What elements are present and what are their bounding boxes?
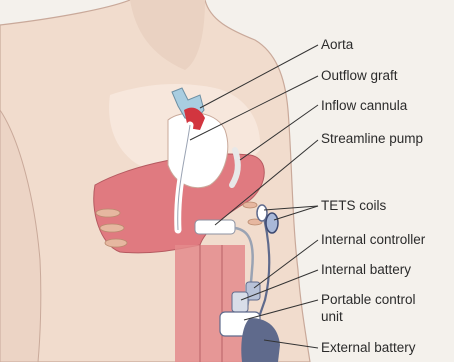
label-inflow-cannula: Inflow cannula: [321, 98, 407, 114]
label-portable-control-unit-line2: unit: [321, 309, 343, 325]
label-external-battery: External battery: [321, 340, 416, 356]
label-portable-control-unit-line1: Portable control: [321, 292, 416, 308]
tets-coil-external: [266, 213, 278, 233]
label-streamline-pump: Streamline pump: [321, 131, 423, 147]
internal-battery: [232, 292, 248, 312]
label-aorta: Aorta: [321, 37, 353, 53]
label-outflow-graft: Outflow graft: [321, 68, 398, 84]
label-internal-controller: Internal controller: [321, 232, 425, 248]
label-internal-battery: Internal battery: [321, 262, 411, 278]
label-tets-coils: TETS coils: [321, 198, 386, 214]
tets-coil-internal: [257, 205, 267, 221]
pump: [195, 220, 235, 234]
